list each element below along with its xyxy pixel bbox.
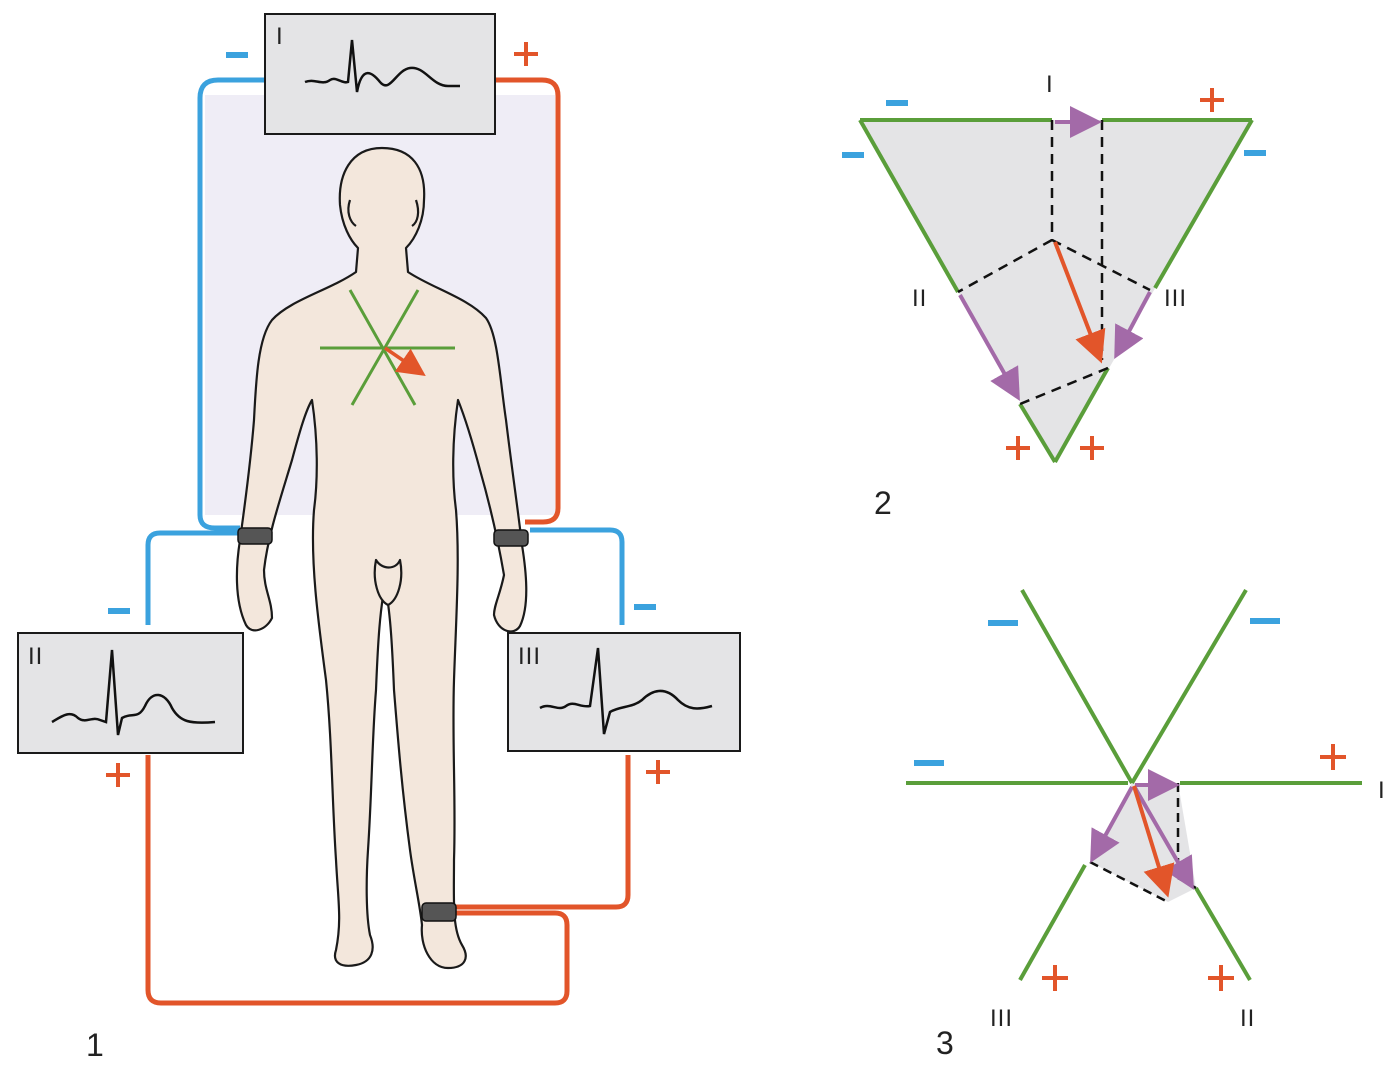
- left-ankle-electrode: [421, 902, 457, 922]
- ecg-trace-lead-iii: [539, 647, 713, 735]
- figure-2-einthoven-triangle: I II III 2: [842, 71, 1266, 521]
- lead-iii-projection-arrow: [1114, 291, 1152, 360]
- lead-i-plus-sign: [514, 42, 538, 66]
- figure-1-number: 1: [86, 1027, 104, 1063]
- fig3-minus-sign-left: [914, 760, 944, 766]
- human-body-figure: [235, 146, 528, 970]
- fig3-lead-i-label: I: [1378, 777, 1386, 804]
- lead-iii-negative-wire: [530, 527, 625, 625]
- figure-3-number: 3: [936, 1025, 954, 1061]
- left-wrist-electrode: [493, 529, 529, 547]
- figure-3-triaxial-reference: I III II 3: [906, 588, 1386, 1061]
- fig2-lead-iii-label: III: [1164, 285, 1187, 312]
- lead-ii-plus-sign: [106, 763, 130, 787]
- fig2-plus-sign-top: [1200, 88, 1224, 112]
- fig3-lead-ii-projection-arrow: [1132, 785, 1194, 890]
- ecg-trace-lead-ii: [51, 649, 216, 736]
- figure-2-number: 2: [874, 485, 892, 521]
- fig2-plus-sign-bottom-right: [1080, 436, 1104, 460]
- fig3-plus-sign-bottom-left: [1042, 965, 1068, 991]
- fig3-plus-sign-bottom-right: [1208, 965, 1234, 991]
- fig3-heart-vector-arrow: [1132, 785, 1175, 898]
- fig2-plus-sign-bottom-left: [1006, 436, 1030, 460]
- lead-iii-positive-wire: [455, 755, 631, 910]
- fig3-lead-ii-label: II: [1240, 1005, 1255, 1032]
- lead-iii-plus-sign: [646, 760, 670, 784]
- fig3-lead-iii-label: III: [990, 1005, 1013, 1032]
- fig2-minus-sign-left: [842, 152, 864, 158]
- ecg-box-lead-i: [264, 13, 496, 135]
- right-wrist-electrode: [237, 527, 273, 545]
- fig2-minus-sign-top: [886, 100, 908, 106]
- lead-ii-negative-wire: [145, 530, 240, 625]
- fig2-lead-i-label: I: [1046, 71, 1054, 98]
- lead-iii-box-label: III: [518, 643, 541, 670]
- lead-ii-projection-arrow: [958, 294, 1020, 401]
- lead-i-positive-wire: [495, 77, 561, 525]
- fig3-minus-sign-top-left: [988, 620, 1018, 626]
- fig2-minus-sign-right: [1244, 150, 1266, 156]
- fig2-heart-vector-arrow: [1053, 241, 1106, 364]
- figure-1-body-leads: I II III 1: [17, 13, 741, 1063]
- fig3-lead-iii-projection-arrow: [1090, 786, 1134, 864]
- lead-iii-minus-sign: [634, 604, 656, 610]
- ecg-box-lead-iii: [507, 632, 741, 752]
- chest-heart-vector-arrow: [384, 346, 426, 376]
- lead-ii-minus-sign: [108, 608, 130, 614]
- lead-i-negative-wire: [197, 77, 265, 531]
- lead-i-minus-sign: [226, 52, 248, 58]
- ecg-trace-lead-i: [304, 39, 460, 93]
- lead-ii-box-label: II: [28, 643, 43, 670]
- fig3-plus-sign-right: [1320, 744, 1346, 770]
- lead-i-box-label: I: [276, 23, 284, 50]
- lead-ii-positive-wire: [145, 755, 570, 1006]
- fig3-minus-sign-top-right: [1250, 618, 1280, 624]
- ecg-box-lead-ii: [17, 632, 244, 754]
- fig2-lead-ii-label: II: [912, 285, 927, 312]
